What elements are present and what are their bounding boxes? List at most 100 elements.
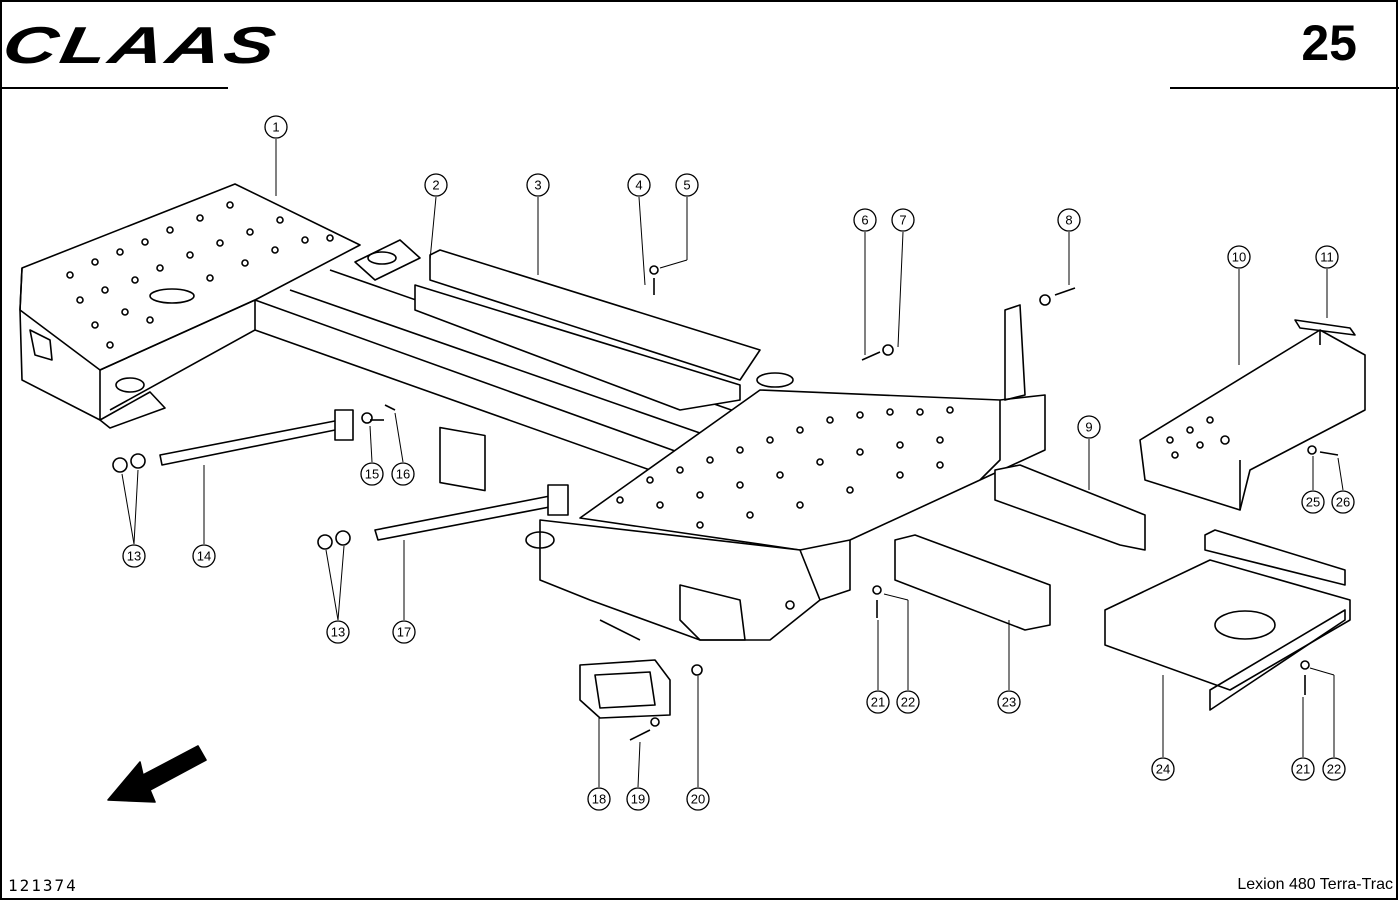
- page-number: 25: [1301, 15, 1357, 71]
- callout-circle: [853, 208, 877, 232]
- callout-circle: [1057, 208, 1081, 232]
- callout-23: 23: [997, 690, 1021, 714]
- callout-4: 4: [627, 173, 651, 197]
- callout-circle: [1151, 757, 1175, 781]
- callout-number: 8: [1065, 213, 1072, 228]
- callout-7: 7: [891, 208, 915, 232]
- callout-8: 8: [1057, 208, 1081, 232]
- part-center-frame: [525, 304, 1046, 641]
- callout-number: 6: [861, 213, 868, 228]
- callout-20: 20: [686, 787, 710, 811]
- callout-circle: [360, 462, 384, 486]
- callout-circle: [997, 690, 1021, 714]
- part-axle-17: [317, 484, 569, 550]
- callout-circle: [326, 620, 350, 644]
- part-side-channel: [414, 249, 761, 411]
- callout-circle: [1301, 490, 1325, 514]
- callout-14: 14: [192, 544, 216, 568]
- callout-circle: [866, 690, 890, 714]
- part-fasteners: [361, 265, 1339, 741]
- callout-circle: [891, 208, 915, 232]
- callout-number: 13: [331, 625, 345, 640]
- callout-circle: [392, 620, 416, 644]
- callout-circle: [391, 462, 415, 486]
- callout-circle: [675, 173, 699, 197]
- callout-number: 10: [1232, 250, 1246, 265]
- part-box-10: [1139, 319, 1366, 511]
- callout-11: 11: [1315, 245, 1339, 269]
- callout-number: 17: [397, 625, 411, 640]
- callout-circle: [627, 173, 651, 197]
- direction-arrow: [107, 745, 207, 803]
- callout-circle: [264, 115, 288, 139]
- callout-number: 1: [272, 120, 279, 135]
- callout-circle: [1331, 490, 1355, 514]
- callout-1: 1: [264, 115, 288, 139]
- callout-number: 25: [1306, 495, 1320, 510]
- callout-15: 15: [360, 462, 384, 486]
- callout-22: 22: [1322, 757, 1346, 781]
- callout-circle: [192, 544, 216, 568]
- callout-9: 9: [1077, 415, 1101, 439]
- leader-lines: [121, 139, 1344, 788]
- callout-circle: [1322, 757, 1346, 781]
- callout-25: 25: [1301, 490, 1325, 514]
- callout-circle: [686, 787, 710, 811]
- callout-circle: [1077, 415, 1101, 439]
- callout-18: 18: [587, 787, 611, 811]
- callout-number: 26: [1336, 495, 1350, 510]
- callout-circle: [587, 787, 611, 811]
- callout-10: 10: [1227, 245, 1251, 269]
- callout-16: 16: [391, 462, 415, 486]
- callout-17: 17: [392, 620, 416, 644]
- callout-number: 18: [592, 792, 606, 807]
- callout-circle: [424, 173, 448, 197]
- callout-circle: [896, 690, 920, 714]
- callout-number: 14: [197, 549, 211, 564]
- callout-number: 16: [396, 467, 410, 482]
- callout-21: 21: [866, 690, 890, 714]
- callout-number: 9: [1085, 420, 1092, 435]
- callout-number: 4: [635, 178, 642, 193]
- callout-26: 26: [1331, 490, 1355, 514]
- part-front-frame-left: [19, 183, 361, 429]
- callout-22: 22: [896, 690, 920, 714]
- callout-2: 2: [424, 173, 448, 197]
- callout-number: 21: [871, 695, 885, 710]
- callout-circle: [122, 544, 146, 568]
- part-channel-9: [994, 464, 1146, 551]
- callout-number: 15: [365, 467, 379, 482]
- callout-number: 3: [534, 178, 541, 193]
- callout-circle: [1227, 245, 1251, 269]
- callout-13: 13: [326, 620, 350, 644]
- callout-number: 7: [899, 213, 906, 228]
- part-outlines: [19, 183, 1366, 803]
- callout-number: 5: [683, 178, 690, 193]
- callout-number: 13: [127, 549, 141, 564]
- callout-number: 2: [432, 178, 439, 193]
- callout-19: 19: [626, 787, 650, 811]
- callout-13: 13: [122, 544, 146, 568]
- callout-number: 21: [1296, 762, 1310, 777]
- callout-5: 5: [675, 173, 699, 197]
- part-axle-14: [112, 409, 354, 473]
- callout-21: 21: [1291, 757, 1315, 781]
- part-channel-23: [894, 534, 1051, 631]
- callout-number: 23: [1002, 695, 1016, 710]
- callout-number: 20: [691, 792, 705, 807]
- callout-circle: [1315, 245, 1339, 269]
- callout-number: 24: [1156, 762, 1170, 777]
- callout-circle: [526, 173, 550, 197]
- callout-number: 11: [1320, 250, 1334, 265]
- model-name: Lexion 480 Terra-Trac: [1237, 876, 1393, 893]
- callout-circle: [1291, 757, 1315, 781]
- callout-3: 3: [526, 173, 550, 197]
- callout-number: 19: [631, 792, 645, 807]
- callout-6: 6: [853, 208, 877, 232]
- part-plate-18: [579, 659, 671, 719]
- callout-24: 24: [1151, 757, 1175, 781]
